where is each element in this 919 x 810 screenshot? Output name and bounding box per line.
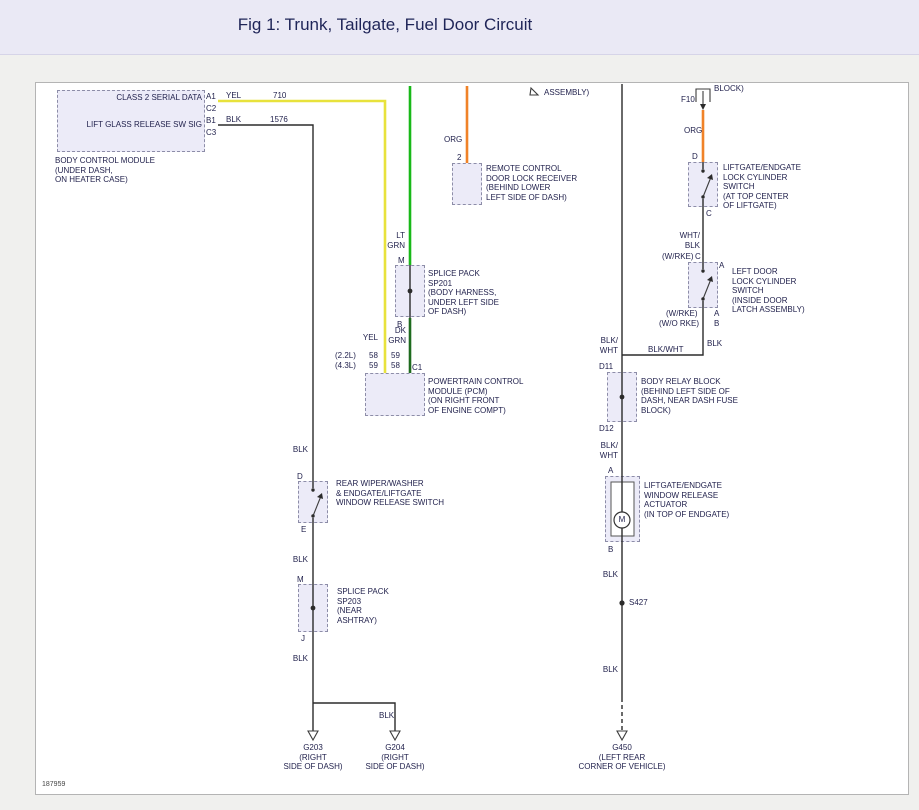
relay-block-pin-d12: D12 <box>599 424 614 433</box>
wire-label-blk-wht-above: BLK/ WHT <box>599 336 618 355</box>
pcm-eng-22: (2.2L) <box>335 351 356 360</box>
sp201-pin-m: M <box>398 256 405 265</box>
bcm-signal-liftglass: LIFT GLASS RELEASE SW SIG <box>86 120 202 129</box>
door-lock-switch-box <box>688 262 718 308</box>
pcm-eng-43: (4.3L) <box>335 361 356 370</box>
bcm-pin-a1: A1 <box>206 92 216 101</box>
liftgate-lock-switch-box <box>688 162 718 207</box>
sp201-pin-b: B <box>397 320 403 329</box>
door-switch-top-pin-c: C <box>695 252 701 261</box>
receiver-caption: REMOTE CONTROL DOOR LOCK RECEIVER (BEHIN… <box>486 164 578 202</box>
assembly-fragment-label: ASSEMBLY) <box>544 88 590 97</box>
wire-label-org-receiver: ORG <box>444 135 463 144</box>
sp203-pin-m: M <box>297 575 304 584</box>
pcm-box <box>365 373 425 416</box>
relay-block-caption: BODY RELAY BLOCK (BEHIND LEFT SIDE OF DA… <box>641 377 738 415</box>
liftgate-switch-pin-c: C <box>706 209 712 218</box>
wire-label-1576: 1576 <box>270 115 288 124</box>
wire-label-lt-grn: LT GRN <box>387 231 405 250</box>
pcm-pin-22-yel: 58 <box>369 351 378 360</box>
wire-label-blk-actuator: BLK <box>602 570 618 579</box>
wire-label-dk-grn: DK GRN <box>388 326 406 345</box>
wire-label-yel: YEL <box>226 91 242 100</box>
wire-label-710: 710 <box>273 91 287 100</box>
fuse-block-fragment-label: BLOCK) <box>714 84 744 93</box>
bcm-pin-c3: C3 <box>206 128 217 137</box>
actuator-pin-a: A <box>608 466 614 475</box>
wire-label-yel-pcm: YEL <box>362 333 378 342</box>
ground-g450-caption: G450 (LEFT REAR CORNER OF VEHICLE) <box>578 743 666 771</box>
wire-label-org-liftgate: ORG <box>684 126 703 135</box>
remote-receiver-box <box>452 163 482 205</box>
release-switch-box <box>298 481 328 523</box>
wire-label-blk-door-switch: BLK <box>707 339 723 348</box>
wire-label-blk-sp203: BLK <box>292 555 308 564</box>
actuator-box <box>605 476 640 542</box>
figure-header-band <box>0 0 919 55</box>
door-switch-bot-pin-a: A <box>714 309 720 318</box>
wire-label-blk-below-sp203: BLK <box>292 654 308 663</box>
door-switch-bot-rke: (W/RKE) <box>666 309 698 318</box>
door-switch-caption: LEFT DOOR LOCK CYLINDER SWITCH (INSIDE D… <box>732 267 805 314</box>
relay-block-pin-d11: D11 <box>599 362 614 371</box>
pcm-pin-43-grn: 58 <box>391 361 400 370</box>
sp203-pin-j: J <box>301 634 305 643</box>
bcm-pin-b1: B1 <box>206 116 216 125</box>
bcm-box <box>57 90 205 152</box>
bcm-caption: BODY CONTROL MODULE (UNDER DASH, ON HEAT… <box>55 156 156 184</box>
bcm-pin-c2: C2 <box>206 104 217 113</box>
liftgate-switch-caption: LIFTGATE/ENDGATE LOCK CYLINDER SWITCH (A… <box>723 163 801 210</box>
wire-label-blk-g450: BLK <box>602 665 618 674</box>
wire-label-blk-wht-horiz: BLK/WHT <box>648 345 684 354</box>
body-relay-block-box <box>607 372 637 422</box>
pcm-pin-22-grn: 59 <box>391 351 400 360</box>
release-switch-pin-d: D <box>297 472 303 481</box>
door-switch-bot-no-rke: (W/O RKE) <box>659 319 699 328</box>
ground-g204-caption: G204 (RIGHT SIDE OF DASH) <box>365 743 425 771</box>
pcm-caption: POWERTRAIN CONTROL MODULE (PCM) (ON RIGH… <box>428 377 524 415</box>
wire-label-wht-blk: WHT/ BLK <box>679 231 700 250</box>
wire-label-blk-release: BLK <box>292 445 308 454</box>
sp203-box <box>298 584 328 632</box>
liftgate-switch-pin-d: D <box>692 152 698 161</box>
actuator-caption: LIFTGATE/ENDGATE WINDOW RELEASE ACTUATOR… <box>644 481 730 519</box>
pcm-pin-43-yel: 59 <box>369 361 378 370</box>
release-switch-caption: REAR WIPER/WASHER & ENDGATE/LIFTGATE WIN… <box>336 479 445 507</box>
wire-label-blk-1576: BLK <box>226 115 242 124</box>
conn-f10-label: F10 <box>681 95 695 104</box>
motor-m-label: M <box>618 515 626 524</box>
sp203-caption: SPLICE PACK SP203 (NEAR ASHTRAY) <box>337 587 389 625</box>
bcm-signal-class2: CLASS 2 SERIAL DATA <box>116 93 202 102</box>
splice-s427-label: S427 <box>629 598 648 607</box>
wire-label-blk-branch: BLK <box>379 711 395 720</box>
sp201-caption: SPLICE PACK SP201 (BODY HARNESS, UNDER L… <box>428 269 499 316</box>
wire-label-blk-wht-below: BLK/ WHT <box>599 441 618 460</box>
door-switch-top-rke: (W/RKE) <box>662 252 694 261</box>
actuator-pin-b: B <box>608 545 614 554</box>
pcm-conn-c1: C1 <box>412 363 423 372</box>
sp201-box <box>395 265 425 317</box>
release-switch-pin-e: E <box>301 525 307 534</box>
diagram-ref-number: 187959 <box>42 781 66 788</box>
ground-g203-caption: G203 (RIGHT SIDE OF DASH) <box>283 743 343 771</box>
figure-title: Fig 1: Trunk, Tailgate, Fuel Door Circui… <box>237 15 533 34</box>
door-switch-top-pin-a: A <box>719 261 725 270</box>
door-switch-bot-pin-b: B <box>714 319 720 328</box>
receiver-pin-2: 2 <box>457 153 462 162</box>
